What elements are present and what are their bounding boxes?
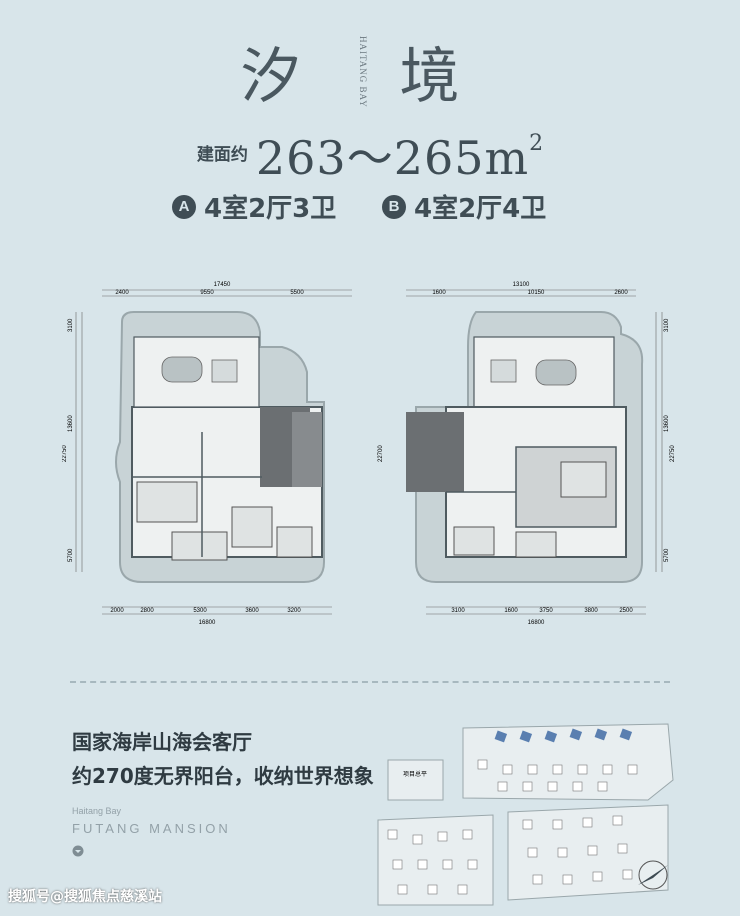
english-line-1: Haitang Bay <box>72 806 122 816</box>
plan-a-left-seg-1: 3100 <box>68 318 74 332</box>
site-plan: 项目总平 <box>377 723 674 906</box>
area-superscript: 2 <box>529 131 544 156</box>
plan-a-bottom-seg-5: 3200 <box>287 608 301 614</box>
plan-a-bottom-seg-4: 3600 <box>245 608 259 614</box>
plan-b-bottom-total: 16800 <box>528 620 545 626</box>
plan-a-top-total: 17450 <box>214 282 231 288</box>
site-plan-label: 项目总平 <box>403 770 427 778</box>
plan-b-bottom-seg-2: 1600 <box>504 608 518 614</box>
plan-a-bottom-seg-1: 2000 <box>110 608 124 614</box>
plan-b-bottom-seg-3: 3750 <box>539 608 553 614</box>
type-b: B 4室2厅4卫 <box>382 188 546 225</box>
type-a: A 4室2厅3卫 <box>172 188 336 225</box>
plan-b-right-seg-3: 5700 <box>664 548 670 562</box>
area-row: 建面约 263～265m2 <box>0 122 740 188</box>
floor-plan-a: 17450 2400 9550 5500 2000 2800 5300 3600… <box>62 282 352 626</box>
plan-b-right-seg-2: 13600 <box>664 415 670 432</box>
plan-b-bottom-seg-5: 2500 <box>619 608 633 614</box>
type-a-text: 4室2厅3卫 <box>204 194 337 224</box>
plan-b-top-total: 13100 <box>513 282 530 288</box>
type-a-badge: A <box>172 194 196 219</box>
plan-b-right-seg-1: 3100 <box>664 318 670 332</box>
page-title: 汐 境 <box>240 42 500 112</box>
plan-b-left-total: 22700 <box>378 445 384 462</box>
floor-plan-b: 13100 1600 10150 2600 3100 1600 3750 380… <box>378 282 676 626</box>
plan-a-top-seg-2: 9550 <box>200 290 214 296</box>
area-prefix: 建面约 <box>196 145 248 165</box>
plan-a-left-total: 22750 <box>62 445 68 462</box>
english-line-2: FUTANG MANSION <box>72 821 231 836</box>
plan-a-bottom-total: 16800 <box>199 620 216 626</box>
plan-b-right-total: 22750 <box>670 445 676 462</box>
plan-a-left-seg-2: 13600 <box>68 415 74 432</box>
area-value: 263～265m <box>255 131 530 185</box>
type-b-badge: B <box>382 194 406 219</box>
plan-a-top-seg-1: 2400 <box>115 290 129 296</box>
plan-b-top-seg-2: 10150 <box>528 290 545 296</box>
plan-a-left-seg-3: 5700 <box>68 548 74 562</box>
type-b-text: 4室2厅4卫 <box>414 194 547 224</box>
divider <box>70 681 670 683</box>
plan-a-top-seg-3: 5500 <box>290 290 304 296</box>
headline-2: 约270度无界阳台，收纳世界想象 <box>72 764 374 788</box>
compass-icon <box>638 860 668 890</box>
plan-a-bottom-seg-3: 5300 <box>193 608 207 614</box>
plan-b-bottom-seg-4: 3800 <box>584 608 598 614</box>
headline-1: 国家海岸山海会客厅 <box>72 730 252 754</box>
plan-b-bottom-seg-1: 3100 <box>451 608 465 614</box>
plan-a-bottom-seg-2: 2800 <box>140 608 154 614</box>
title-english: HAITANG BAY <box>358 36 368 108</box>
watermark: 搜狐号@搜狐焦点慈溪站 <box>8 889 162 905</box>
plan-b-top-seg-3: 2600 <box>614 290 628 296</box>
chevron-down-icon <box>72 845 84 857</box>
plan-b-top-seg-1: 1600 <box>432 290 446 296</box>
